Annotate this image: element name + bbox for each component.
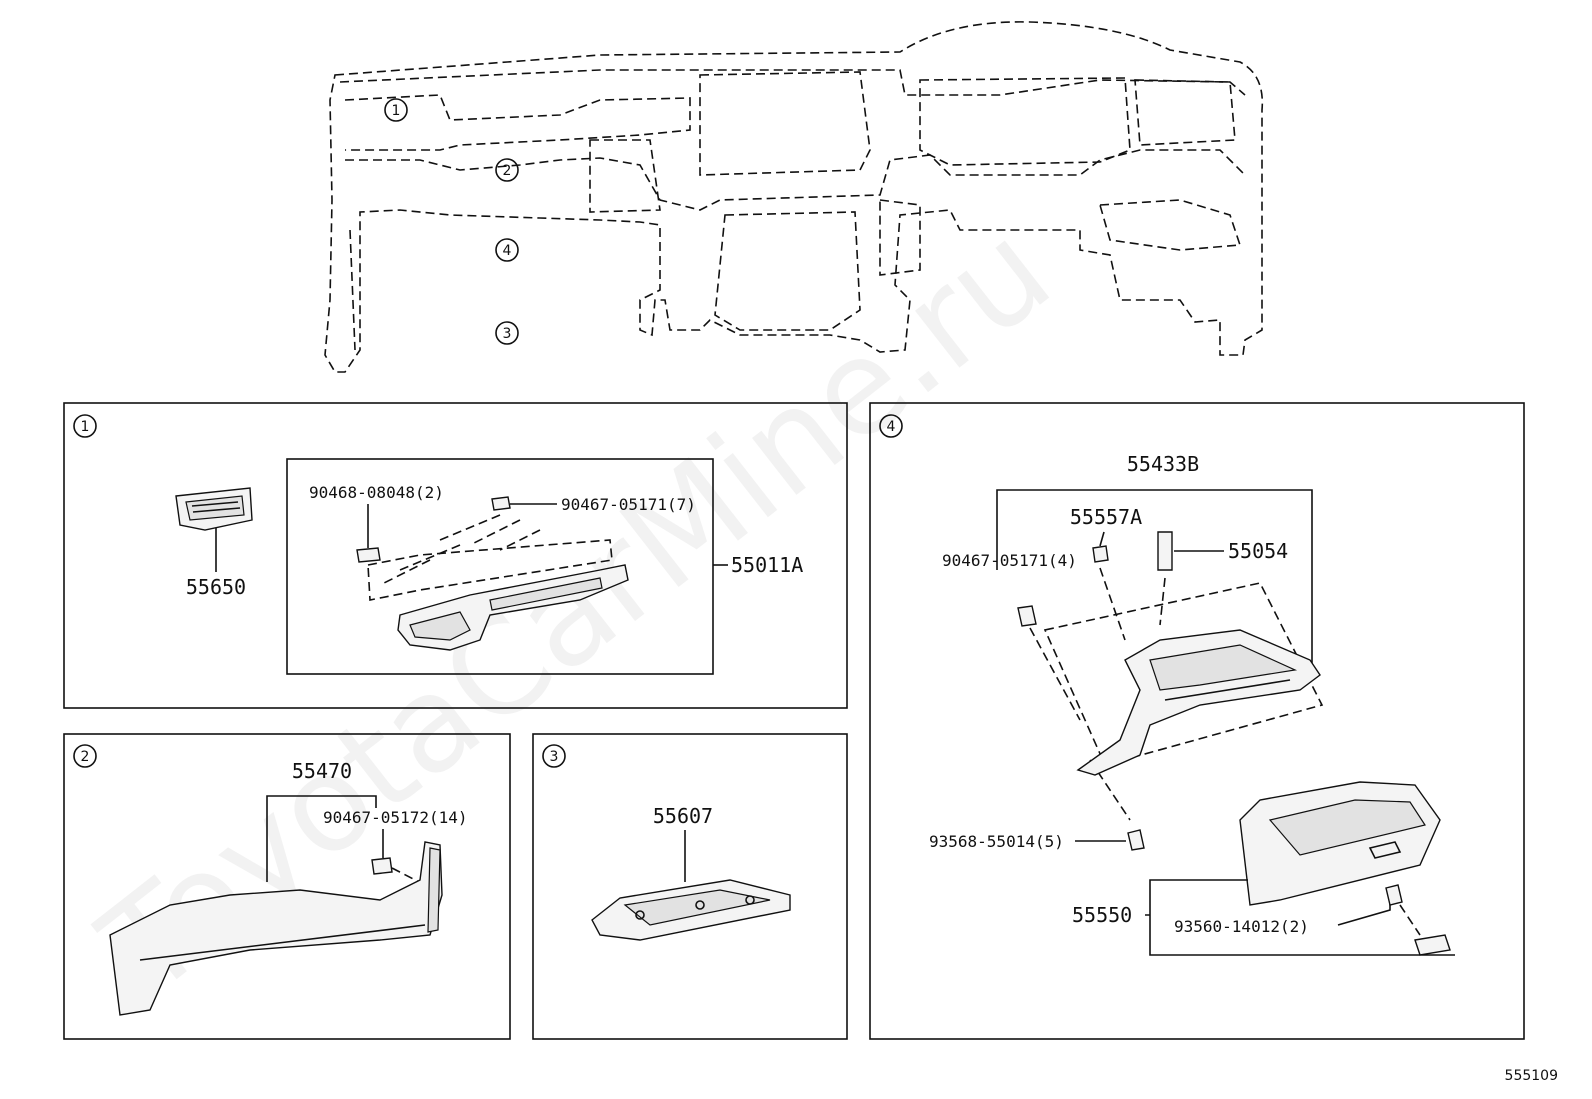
part-55557A[interactable] (1092, 545, 1109, 563)
clip-90467-05172[interactable] (371, 857, 393, 875)
panel-1: 1 55650 55011A 90468-08048(2) 90467-0517… (63, 402, 848, 709)
label-55054: 55054 (1228, 539, 1288, 563)
part-55054[interactable] (1157, 531, 1173, 571)
label-93560-14012: 93560-14012(2) (1174, 917, 1309, 936)
part-55433B-glovebox-door-frame[interactable] (1076, 629, 1321, 776)
panel-2-number: 2 (73, 744, 97, 768)
center-vent-frame (589, 139, 661, 213)
screw-93560[interactable] (1385, 884, 1403, 906)
svg-text:4: 4 (887, 419, 896, 435)
dashboard-upper-panel (344, 94, 691, 151)
panel-4-frame (869, 402, 1525, 1040)
overview-marker-1: 1 (384, 98, 408, 122)
lower-center-frame (714, 211, 861, 331)
panel-1-number: 1 (73, 414, 97, 438)
clip-90468[interactable] (356, 547, 381, 563)
right-lower-bracket (1098, 199, 1242, 251)
part-55650-switch[interactable] (175, 487, 253, 531)
panel-3: 3 55607 (532, 733, 848, 1040)
clip-90467-05171-4[interactable] (1017, 605, 1037, 627)
part-55607-bracket[interactable] (591, 879, 791, 941)
label-55650: 55650 (186, 575, 246, 599)
clip-90467-05171[interactable] (491, 496, 511, 511)
label-55433B: 55433B (1127, 452, 1199, 476)
center-stack-frame (879, 199, 921, 276)
label-90467-05172: 90467-05172(14) (323, 808, 468, 827)
leader-55470 (266, 795, 377, 882)
glovebox-dashed-outline (1043, 582, 1324, 766)
group-box-55011A (286, 458, 714, 675)
panel-3-frame (532, 733, 848, 1040)
part-55011A-trim[interactable] (397, 564, 629, 651)
dashboard-outline (324, 21, 1264, 373)
overview-marker-4: 4 (495, 238, 519, 262)
panel-2-frame (63, 733, 511, 1040)
panel-4: 4 55433B 55557A 55054 90467-05171(4) 935… (869, 402, 1525, 1040)
meter-cluster-frame (919, 77, 1131, 166)
glovebox-stopper[interactable] (1414, 934, 1451, 956)
clip-locations-dashed (367, 539, 613, 601)
label-55550: 55550 (1072, 903, 1132, 927)
svg-text:4: 4 (503, 243, 512, 259)
svg-text:3: 3 (503, 326, 512, 342)
svg-text:1: 1 (392, 103, 401, 119)
label-55470: 55470 (292, 759, 352, 783)
svg-text:2: 2 (81, 749, 90, 765)
overview-marker-3: 3 (495, 321, 519, 345)
screw-93568[interactable] (1127, 829, 1145, 851)
panel-1-frame (63, 402, 848, 709)
screw-guide-line (1399, 904, 1421, 936)
panel-4-number: 4 (879, 414, 903, 438)
label-55557A: 55557A (1070, 505, 1142, 529)
label-55607: 55607 (653, 804, 713, 828)
clip-guide-lines (379, 514, 541, 586)
label-55011A: 55011A (731, 553, 803, 577)
left-side-edge (349, 229, 356, 351)
svg-text:2: 2 (503, 163, 512, 179)
svg-text:3: 3 (550, 749, 559, 765)
dashboard-overview: 1 2 4 3 (324, 21, 1264, 373)
leader-55550 (1145, 879, 1455, 956)
leader-55557A (1099, 531, 1105, 547)
label-93568-55014: 93568-55014(5) (929, 832, 1064, 851)
svg-text:1: 1 (81, 419, 90, 435)
right-vent-frame (1134, 79, 1236, 146)
panel-2: 2 55470 90467-05172(14) (63, 733, 511, 1040)
diagram-id: 555109 (1505, 1068, 1558, 1084)
leader-93560 (1337, 900, 1391, 926)
part-55470-lower-panel[interactable] (109, 841, 443, 1016)
label-90467-05171-7: 90467-05171(7) (561, 495, 696, 514)
panel-3-number: 3 (542, 744, 566, 768)
part-55550-glovebox[interactable] (1239, 781, 1441, 906)
dashboard-mid-line (345, 149, 1246, 211)
label-90468-08048: 90468-08048(2) (309, 483, 444, 502)
leader-55433B (996, 489, 1313, 665)
label-90467-05171-4: 90467-05171(4) (942, 551, 1077, 570)
overview-marker-2: 2 (495, 158, 519, 182)
center-display-frame (699, 71, 871, 176)
